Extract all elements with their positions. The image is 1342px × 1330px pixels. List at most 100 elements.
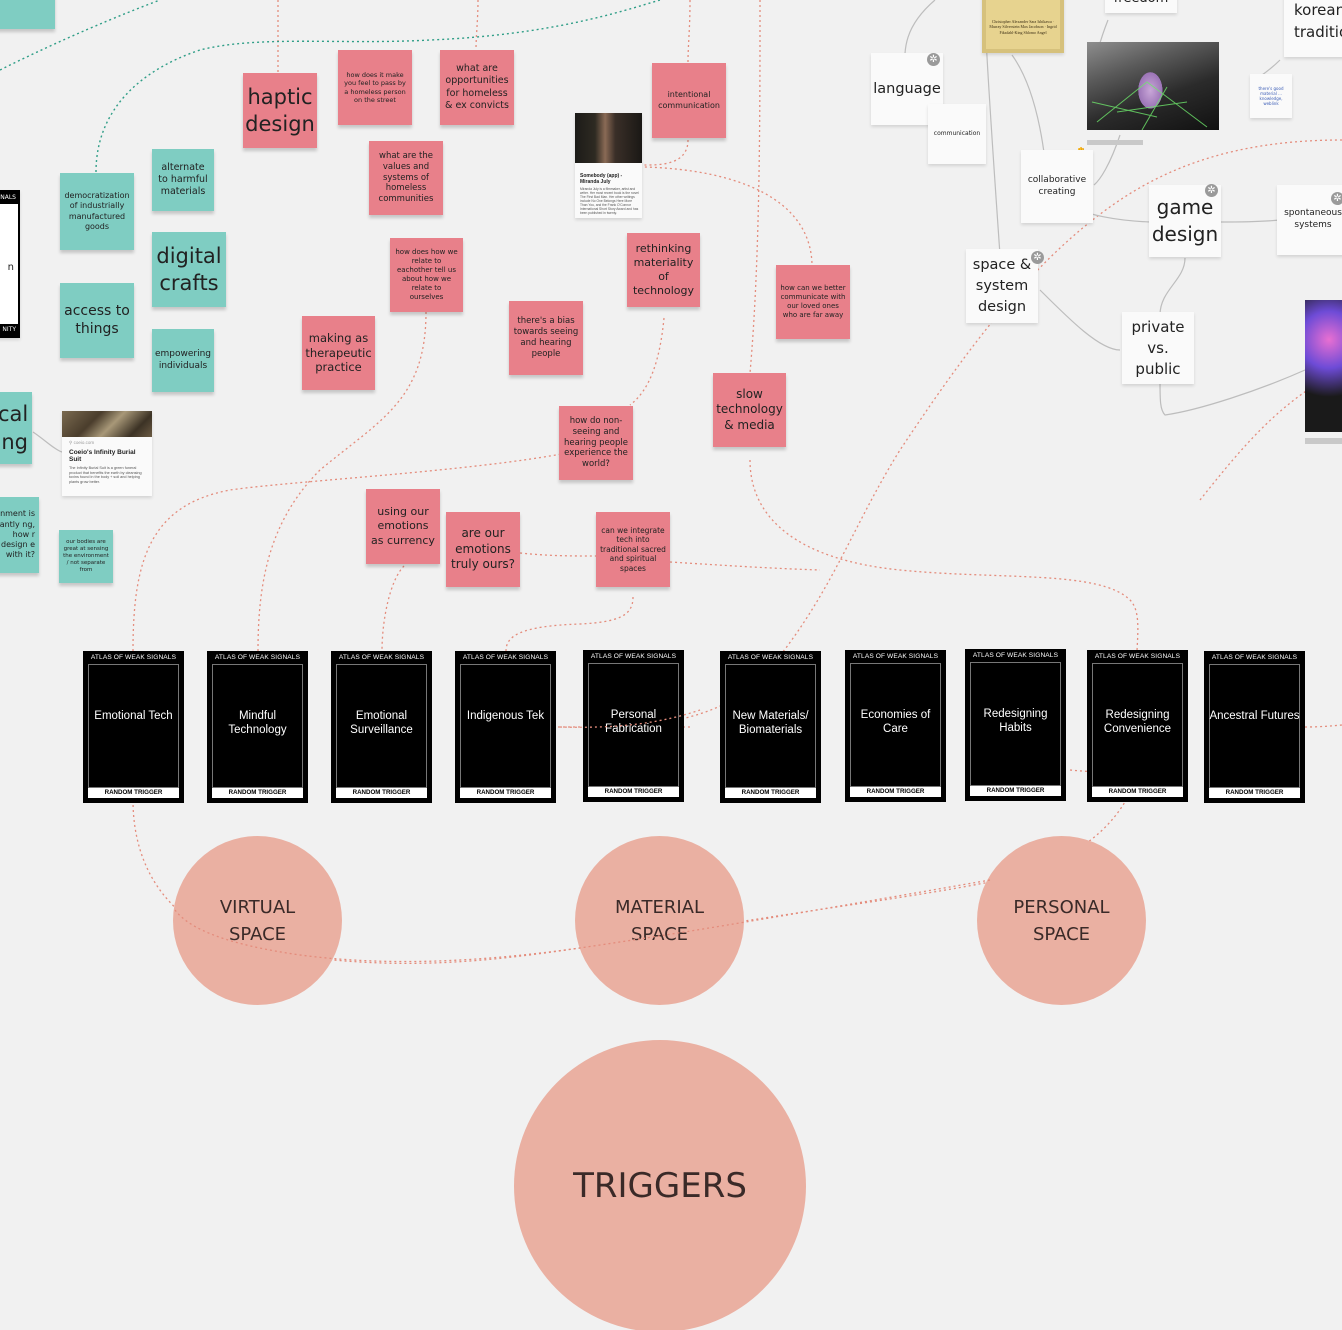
teal-note-alternate[interactable]: alternate to harmful materials: [152, 149, 214, 211]
book-plaque[interactable]: Christopher Alexander Sara Ishikawa · Mu…: [982, 0, 1064, 53]
photo-projection[interactable]: [1305, 300, 1342, 432]
card-title: Emotional Tech: [94, 710, 173, 722]
gear-icon[interactable]: ✲: [927, 53, 940, 66]
somebody-title: Somebody (app) - Miranda July: [580, 173, 623, 185]
card-footer: RANDOM TRIGGER: [850, 787, 941, 797]
somebody-description: Miranda July is a filmmaker, artist and …: [580, 187, 639, 215]
gear-icon[interactable]: ✲: [1031, 251, 1044, 264]
pink-note-slow[interactable]: slow technology & media: [713, 373, 786, 447]
card-frame: [336, 664, 427, 788]
circle-personal-space[interactable]: PERSONAL SPACE: [977, 836, 1146, 1005]
teal-note-bodies[interactable]: our bodies are great at sensing the envi…: [59, 530, 113, 583]
gear-icon[interactable]: ✲: [1331, 192, 1342, 205]
card-footer: RANDOM TRIGGER: [336, 788, 427, 798]
teal-note-partial-cal[interactable]: cal ng: [0, 392, 32, 464]
teal-note-partial-environment[interactable]: nment is tantly ng, how r design e with …: [0, 497, 39, 573]
plaque-text: Christopher Alexander Sara Ishikawa · Mu…: [986, 0, 1060, 49]
partial-trigger-card[interactable]: NALS n NITY: [0, 190, 20, 338]
pink-note-haptic[interactable]: haptic design: [243, 73, 317, 148]
card-header: ATLAS OF WEAK SIGNALS: [90, 654, 177, 661]
pink-note-homeless-feel[interactable]: how does it make you feel to pass by a h…: [338, 50, 412, 125]
pink-note-sacred[interactable]: can we integrate tech into traditional s…: [596, 512, 670, 587]
photo-spatial-game[interactable]: [1087, 42, 1219, 130]
white-note-freedom[interactable]: freedom: [1105, 0, 1177, 13]
partial-card-header: NALS: [0, 192, 18, 204]
card-header: ATLAS OF WEAK SIGNALS: [852, 653, 939, 660]
card-frame: [460, 664, 551, 788]
card-header: ATLAS OF WEAK SIGNALS: [214, 654, 301, 661]
coeio-title: Coeio's Infinity Burial Suit: [69, 449, 136, 463]
card-footer: RANDOM TRIGGER: [1209, 788, 1300, 798]
somebody-photo: [575, 113, 642, 163]
pink-note-rethinking[interactable]: rethinking materiality of technology: [627, 233, 700, 307]
teal-note-partial-top[interactable]: aboration: [0, 0, 55, 29]
card-header: ATLAS OF WEAK SIGNALS: [1211, 654, 1298, 661]
card-footer: RANDOM TRIGGER: [1092, 787, 1183, 797]
pink-note-intentional[interactable]: intentional communication: [652, 63, 726, 138]
partial-card-footer: NITY: [0, 324, 18, 336]
white-note-game-design[interactable]: game design: [1149, 185, 1221, 257]
white-note-communication[interactable]: communication: [928, 104, 986, 164]
teal-note-access[interactable]: access to things: [60, 283, 134, 358]
trigger-card[interactable]: ATLAS OF WEAK SIGNALS Personal Fabricatio…: [583, 650, 684, 802]
white-note-private-public[interactable]: private vs. public: [1122, 312, 1194, 384]
card-title: Personal Fabrication: [605, 709, 662, 735]
pink-note-bias[interactable]: there's a bias towards seeing and hearin…: [509, 301, 583, 375]
card-header: ATLAS OF WEAK SIGNALS: [590, 653, 677, 660]
card-title: Economies of Care: [860, 709, 931, 735]
pink-note-opportunities[interactable]: what are opportunities for homeless & ex…: [440, 50, 514, 125]
card-title: Redesigning Habits: [983, 708, 1048, 734]
link-card-coeio[interactable]: ⚲ coeio.com Coeio's Infinity Burial Suit…: [62, 411, 152, 496]
photo-caption-bar: [1087, 140, 1143, 145]
card-frame: [88, 664, 179, 788]
card-footer: RANDOM TRIGGER: [588, 787, 679, 797]
pink-note-currency[interactable]: using our emotions as currency: [366, 489, 440, 564]
white-note-tiny[interactable]: there's good material ... knowledge, web…: [1250, 74, 1292, 118]
card-frame: [850, 663, 941, 787]
teal-note-digital-crafts[interactable]: digital crafts: [152, 232, 226, 307]
pink-note-communicate[interactable]: how can we better communicate with our l…: [776, 265, 850, 339]
card-title: Ancestral Futures: [1209, 710, 1300, 722]
circle-material-space[interactable]: MATERIAL SPACE: [575, 836, 744, 1005]
card-header: ATLAS OF WEAK SIGNALS: [727, 654, 814, 661]
pink-note-relate[interactable]: how does how we relate to eachother tell…: [390, 238, 463, 312]
card-frame: [1209, 664, 1300, 788]
photo-lines: [1091, 81, 1208, 130]
coeio-description: The Infinity Burial Suit is a green fune…: [69, 466, 142, 484]
card-title: Indigenous Tek: [466, 710, 545, 722]
white-note-korean[interactable]: korean tradition: [1284, 0, 1342, 57]
card-footer: RANDOM TRIGGER: [970, 786, 1061, 796]
card-footer: RANDOM TRIGGER: [212, 788, 303, 798]
pink-note-truly-ours[interactable]: are our emotions truly ours?: [446, 512, 520, 587]
photo-caption-bar: [1305, 438, 1342, 444]
card-frame: [1092, 663, 1183, 787]
pink-note-non-seeing[interactable]: how do non-seeing and hearing people exp…: [559, 406, 633, 480]
white-note-space-system[interactable]: space & system design: [966, 249, 1038, 323]
card-title: Redesigning Convenience: [1103, 709, 1172, 735]
circle-triggers[interactable]: TRIGGERS: [514, 1040, 806, 1330]
gear-icon[interactable]: ✲: [1205, 184, 1218, 197]
circle-virtual-space[interactable]: VIRTUAL SPACE: [173, 836, 342, 1005]
partial-card-text: n: [7, 262, 14, 273]
white-note-collaborative[interactable]: collaborative creating: [1021, 150, 1093, 223]
teal-note-democratization[interactable]: democratization of industrially manufact…: [60, 173, 134, 250]
pink-note-therapeutic[interactable]: making as therapeutic practice: [302, 316, 375, 390]
pink-note-values[interactable]: what are the values and systems of homel…: [369, 141, 443, 215]
card-header: ATLAS OF WEAK SIGNALS: [462, 654, 549, 661]
teal-note-empowering[interactable]: empowering individuals: [152, 329, 214, 392]
link-card-somebody[interactable]: Somebody (app) - Miranda July Miranda Ju…: [575, 113, 642, 218]
card-footer: RANDOM TRIGGER: [88, 788, 179, 798]
coeio-photo: [62, 411, 152, 437]
card-title: Emotional Surveillance: [350, 710, 413, 736]
card-title: Mindful Technology: [228, 710, 287, 736]
